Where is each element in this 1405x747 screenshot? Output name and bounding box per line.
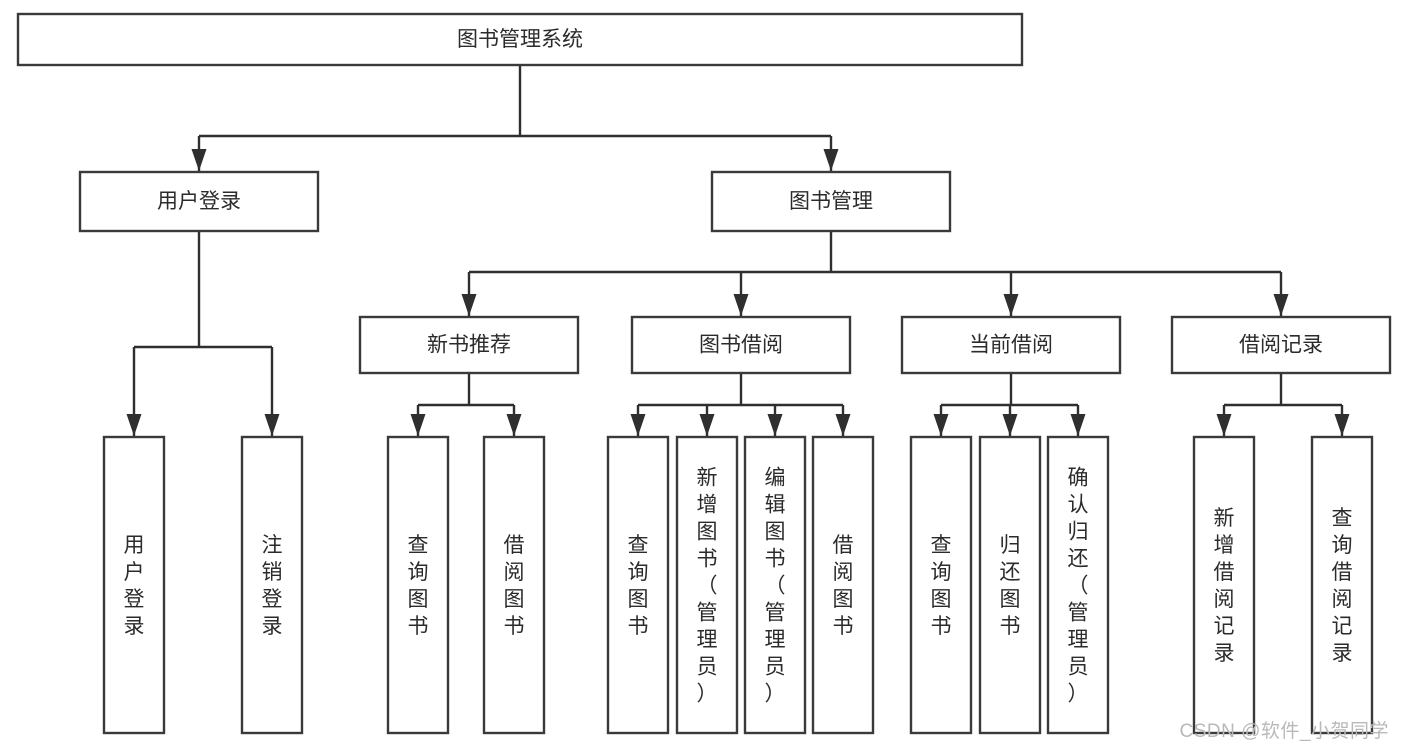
leaf-node-11-新增借阅记录[interactable]: 新增借阅记录: [1192, 435, 1256, 735]
leaf-node-8-查询图书-box: [909, 435, 973, 735]
leaf-node-4-查询图书-label: 查询图书: [628, 534, 649, 638]
leaf-node-5-新增图书管理员-box: [675, 435, 739, 735]
leaf-node-0-用户登录-label: 用户登录: [124, 534, 145, 638]
arrow-head-icon: [1273, 294, 1289, 316]
level3-node-借阅记录[interactable]: 借阅记录: [1170, 315, 1392, 375]
arrow-head-icon: [1070, 414, 1086, 436]
arrow-head-icon: [461, 294, 477, 316]
arrow-head-icon: [767, 414, 783, 436]
leaf-node-9-归还图书-label: 归还图书: [1000, 534, 1021, 638]
leaf-node-8-查询图书[interactable]: 查询图书: [909, 435, 973, 735]
leaf-node-9-归还图书-box: [978, 435, 1042, 735]
level3-node-新书推荐-box: [358, 315, 580, 375]
level2-node-图书管理[interactable]: 图书管理: [710, 170, 952, 233]
leaf-node-2-查询图书-box: [386, 435, 450, 735]
level3-node-图书借阅-box: [630, 315, 852, 375]
leaf-node-2-查询图书-label: 查询图书: [408, 534, 429, 638]
leaf-node-7-借阅图书[interactable]: 借阅图书: [811, 435, 875, 735]
connectors-layer: [126, 65, 1350, 436]
level3-node-图书借阅[interactable]: 图书借阅: [630, 315, 852, 375]
arrow-head-icon: [1002, 414, 1018, 436]
arrow-head-icon: [1334, 414, 1350, 436]
leaf-node-10-确认归还管理员-box: [1046, 435, 1110, 735]
leaf-node-8-查询图书-label: 查询图书: [931, 534, 952, 638]
arrow-head-icon: [191, 149, 207, 171]
leaf-node-7-借阅图书-label: 借阅图书: [833, 534, 854, 638]
level2-node-图书管理-label: 图书管理: [789, 190, 873, 213]
leaf-node-12-查询借阅记录[interactable]: 查询借阅记录: [1310, 435, 1374, 735]
level3-node-当前借阅[interactable]: 当前借阅: [900, 315, 1122, 375]
leaf-node-12-查询借阅记录-box: [1310, 435, 1374, 735]
arrow-head-icon: [835, 414, 851, 436]
leaf-node-3-借阅图书[interactable]: 借阅图书: [482, 435, 546, 735]
leaf-node-6-编辑图书管理员-label: 编辑图书（管理员）: [765, 467, 786, 706]
level2-node-用户登录-label: 用户登录: [157, 190, 241, 213]
level3-node-新书推荐-label: 新书推荐: [427, 334, 511, 357]
leaf-node-0-用户登录[interactable]: 用户登录: [102, 435, 166, 735]
level3-node-借阅记录-label: 借阅记录: [1239, 334, 1323, 357]
leaf-node-5-新增图书管理员-label: 新增图书（管理员）: [697, 467, 718, 706]
root-node-图书管理系统-box: [16, 12, 1024, 67]
leaf-node-3-借阅图书-box: [482, 435, 546, 735]
arrow-head-icon: [126, 414, 142, 436]
arrow-head-icon: [264, 414, 280, 436]
leaf-node-11-新增借阅记录-box: [1192, 435, 1256, 735]
arrow-head-icon: [1003, 294, 1019, 316]
level2-node-用户登录[interactable]: 用户登录: [78, 170, 320, 233]
level3-node-当前借阅-label: 当前借阅: [969, 334, 1053, 357]
leaf-node-9-归还图书[interactable]: 归还图书: [978, 435, 1042, 735]
leaf-node-10-确认归还管理员-label: 确认归还（管理员）: [1068, 467, 1089, 706]
leaf-node-6-编辑图书管理员-box: [743, 435, 807, 735]
leaf-node-6-编辑图书管理员[interactable]: 编辑图书（管理员）: [743, 435, 807, 735]
leaf-node-12-查询借阅记录-label: 查询借阅记录: [1332, 507, 1353, 665]
leaf-node-1-注销登录-label: 注销登录: [262, 534, 283, 638]
nodes-layer: 图书管理系统用户登录图书管理新书推荐图书借阅当前借阅借阅记录用户登录注销登录查询…: [16, 12, 1392, 735]
level3-node-借阅记录-box: [1170, 315, 1392, 375]
leaf-node-5-新增图书管理员[interactable]: 新增图书（管理员）: [675, 435, 739, 735]
root-node-图书管理系统[interactable]: 图书管理系统: [16, 12, 1024, 67]
level3-node-图书借阅-label: 图书借阅: [699, 334, 783, 357]
level3-node-新书推荐[interactable]: 新书推荐: [358, 315, 580, 375]
level2-node-用户登录-box: [78, 170, 320, 233]
root-node-图书管理系统-label: 图书管理系统: [457, 28, 583, 51]
arrow-head-icon: [823, 149, 839, 171]
arrow-head-icon: [733, 294, 749, 316]
leaf-node-4-查询图书[interactable]: 查询图书: [606, 435, 670, 735]
leaf-node-10-确认归还管理员[interactable]: 确认归还（管理员）: [1046, 435, 1110, 735]
leaf-node-11-新增借阅记录-label: 新增借阅记录: [1214, 507, 1235, 665]
level3-node-当前借阅-box: [900, 315, 1122, 375]
arrow-head-icon: [630, 414, 646, 436]
leaf-node-4-查询图书-box: [606, 435, 670, 735]
leaf-node-1-注销登录[interactable]: 注销登录: [240, 435, 304, 735]
arrow-head-icon: [933, 414, 949, 436]
arrow-head-icon: [506, 414, 522, 436]
arrow-head-icon: [410, 414, 426, 436]
arrow-head-icon: [1216, 414, 1232, 436]
leaf-node-0-用户登录-box: [102, 435, 166, 735]
csdn-watermark: CSDN @软件_小贺同学: [1179, 721, 1389, 742]
leaf-node-1-注销登录-box: [240, 435, 304, 735]
arrow-head-icon: [699, 414, 715, 436]
leaf-node-2-查询图书[interactable]: 查询图书: [386, 435, 450, 735]
level2-node-图书管理-box: [710, 170, 952, 233]
leaf-node-3-借阅图书-label: 借阅图书: [504, 534, 525, 638]
leaf-node-7-借阅图书-box: [811, 435, 875, 735]
